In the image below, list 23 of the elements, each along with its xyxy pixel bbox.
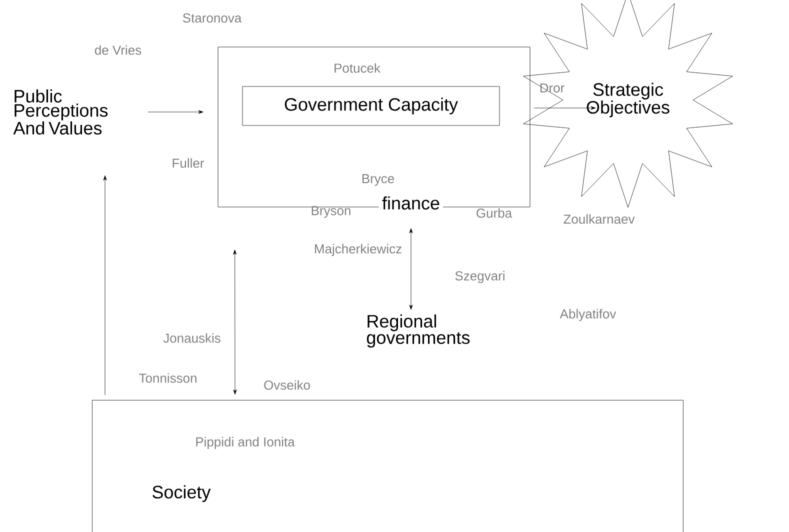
name-label: de Vries [94, 45, 142, 55]
node-text: Regional governments [366, 314, 470, 348]
name-label: Pippidi and Ionita [196, 436, 295, 450]
name-label: Majcherkiewicz [315, 244, 402, 256]
name-label: Jonauskis [163, 333, 220, 343]
name-label: Fuller [172, 158, 204, 168]
arrow [409, 228, 413, 310]
name-label: Bryson [312, 206, 350, 218]
name-label: Tonnisson [139, 373, 196, 383]
name-label: Gurba [476, 208, 512, 218]
arrow [534, 106, 596, 110]
arrow [233, 250, 237, 395]
process-box: Government Capacity [242, 86, 500, 126]
arrow [103, 175, 107, 396]
name-label: Staronova [182, 13, 242, 23]
name-label: Ablyatifov [560, 308, 616, 322]
name-label: Szegvari [455, 270, 504, 284]
arrow [148, 110, 204, 114]
name-label: Bryce [362, 174, 394, 186]
node-text: Public Perceptions And Values [13, 89, 108, 135]
name-label: Potucek [334, 63, 381, 73]
node-text: finance [378, 193, 444, 213]
name-label: Dror [540, 83, 564, 93]
